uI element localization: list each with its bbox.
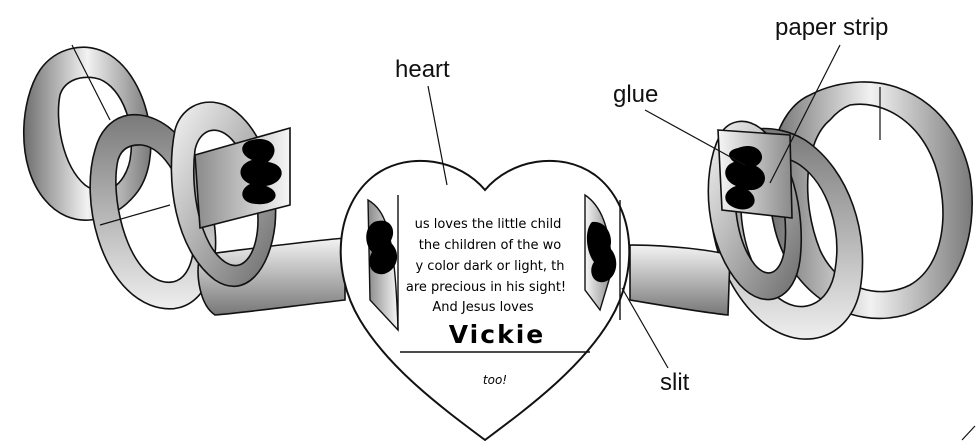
- heart-verse-line-4: are precious in his sight!: [406, 280, 566, 295]
- heart-verse-line-2: the children of the wo: [419, 238, 562, 253]
- heart-child-name: Vickie: [449, 320, 545, 349]
- heart-verse-line-5: And Jesus loves: [432, 300, 534, 315]
- heart-closing-text: too!: [483, 373, 507, 387]
- heart-verse-line-3: y color dark or light, th: [415, 259, 564, 274]
- left-chain-links: [24, 45, 345, 315]
- label-glue: glue: [613, 81, 658, 108]
- label-heart: heart: [395, 56, 450, 83]
- corner-mark: [962, 426, 975, 440]
- chain-link-right-outer: [769, 82, 972, 319]
- heart-card: us loves the little child the children o…: [341, 161, 630, 440]
- strip-heart-to-right: [630, 245, 730, 315]
- label-slit: slit: [660, 369, 690, 396]
- label-paper-strip: paper strip: [775, 14, 888, 41]
- heart-glue-left: [366, 221, 397, 275]
- heart-verse-line-1: us loves the little child: [415, 217, 562, 232]
